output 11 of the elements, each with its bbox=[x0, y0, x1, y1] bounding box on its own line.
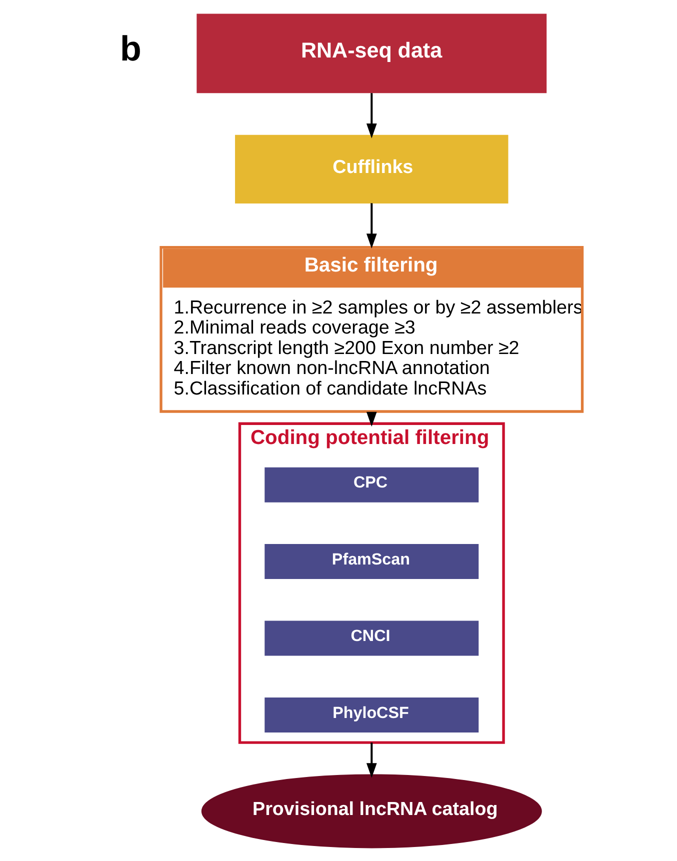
node-box: CPC bbox=[264, 466, 478, 502]
arrow bbox=[366, 202, 376, 248]
arrow bbox=[366, 92, 376, 138]
node-ellipse: Provisional lncRNA catalog bbox=[200, 774, 542, 848]
node-box: PfamScan bbox=[264, 544, 478, 579]
node-box: Cufflinks bbox=[234, 134, 508, 204]
node-box: CNCI bbox=[264, 620, 478, 656]
node-box: PhyloCSF bbox=[264, 696, 478, 732]
node-box: RNA-seq data bbox=[196, 13, 546, 93]
label: b bbox=[119, 29, 141, 68]
arrow bbox=[366, 742, 376, 778]
